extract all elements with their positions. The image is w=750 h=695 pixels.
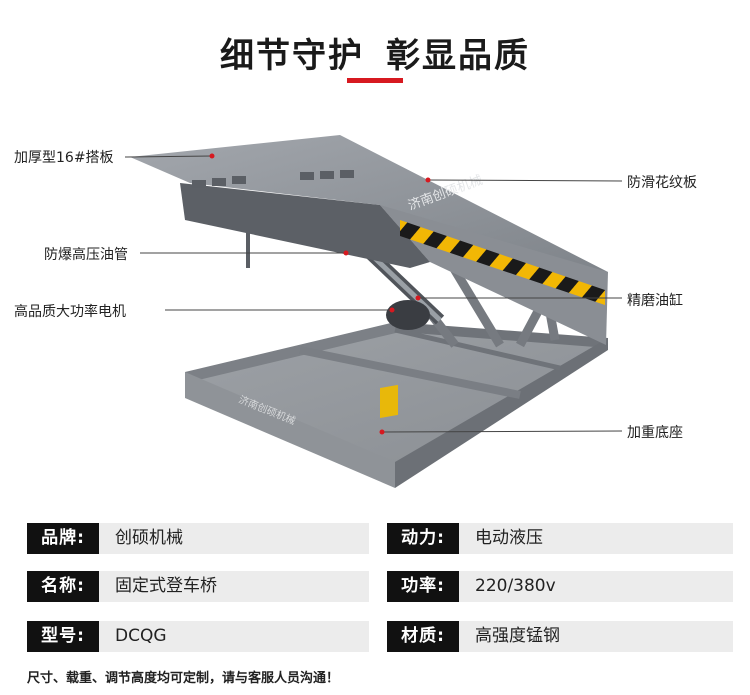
spec-label-wattage: 功率: [387,571,459,602]
spec-value-name: 固定式登车桥 [99,571,369,602]
deck-plate: 济南创硕机械 [130,135,608,345]
spec-row: 名称: 固定式登车桥 功率: 220/380v [27,571,733,602]
spec-label-brand: 品牌: [27,523,99,554]
dock-leveler-illustration: 济南创硕机械 济南创硕机械 [124,135,623,488]
spec-label-power: 动力: [387,523,459,554]
spec-value-power: 电动液压 [459,523,733,554]
spec-label-model: 型号: [27,621,99,652]
spec-row: 型号: DCQG 材质: 高强度锰钢 [27,621,733,652]
spec-label-material: 材质: [387,621,459,652]
base-frame: 济南创硕机械 [185,322,608,488]
callout-cylinder: 精磨油缸 [627,293,683,309]
spec-row: 品牌: 创硕机械 动力: 电动液压 [27,523,733,554]
callout-explosion-proof-hose: 防爆高压油管 [44,247,128,263]
leader-dots [209,153,431,435]
callout-motor: 高品质大功率电机 [14,304,126,320]
callout-thick-plate: 加厚型16#搭板 [14,150,114,166]
heading-underline [347,78,403,83]
leader-lines [124,155,623,433]
heading-left: 细节守护 [220,36,364,76]
callout-base: 加重底座 [627,425,683,441]
spec-label-name: 名称: [27,571,99,602]
heading-right: 彰显品质 [386,36,530,76]
customization-note: 尺寸、载重、调节高度均可定制，请与客服人员沟通！ [27,671,340,686]
callout-anti-slip-plate: 防滑花纹板 [627,175,697,191]
spec-value-brand: 创硕机械 [99,523,369,554]
page-heading: 细节守护彰显品质 [0,28,750,77]
spec-value-model: DCQG [99,621,369,652]
spec-value-wattage: 220/380v [459,571,733,602]
spec-value-material: 高强度锰钢 [459,621,733,652]
